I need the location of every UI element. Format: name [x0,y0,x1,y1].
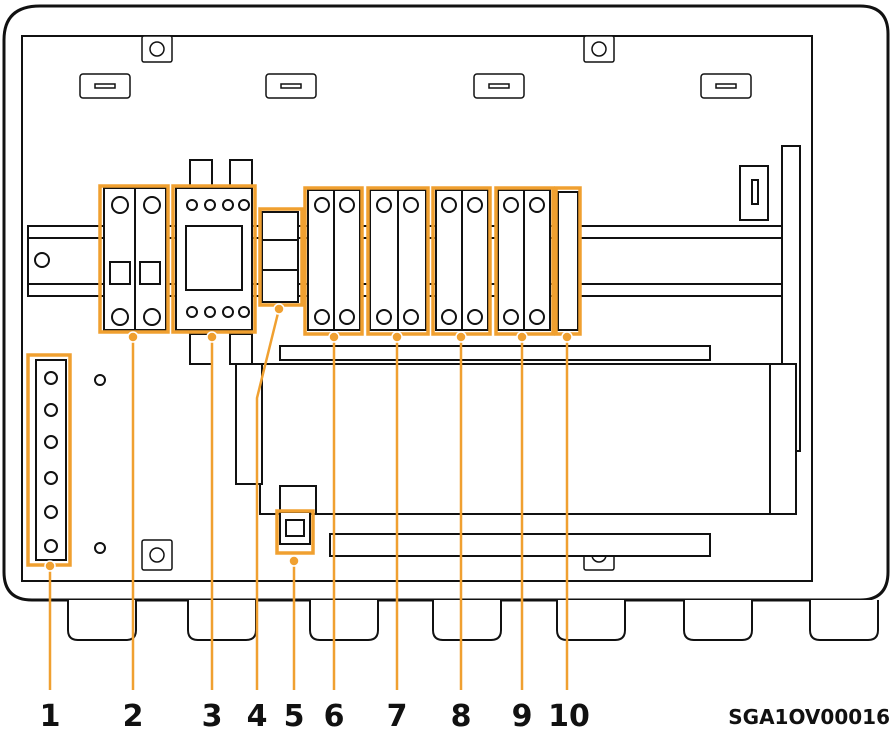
callout-7: 7 [387,699,408,734]
mounting-plate [235,345,797,557]
callout-8: 8 [451,699,472,734]
leader-dots [44,303,573,572]
mounting-slots [79,73,752,99]
callout-4: 4 [247,699,268,734]
callout-10: 10 [548,699,590,734]
mount-hole [94,542,106,554]
highlight-5 [275,509,315,555]
ground-bar [35,359,67,561]
callout-2: 2 [123,699,144,734]
callout-5: 5 [284,699,305,734]
callout-1: 1 [40,699,61,734]
callout-9: 9 [512,699,533,734]
callout-6: 6 [324,699,345,734]
mount-hole [94,374,106,386]
leader-lines [48,308,569,690]
rj45-port [279,485,317,545]
breakers-branch [307,189,579,331]
cable-glands [67,600,879,641]
terminal-block-small [261,211,299,303]
callout-3: 3 [202,699,223,734]
breaker-main [103,187,167,331]
document-code: SGA1OV00016 [728,705,890,729]
